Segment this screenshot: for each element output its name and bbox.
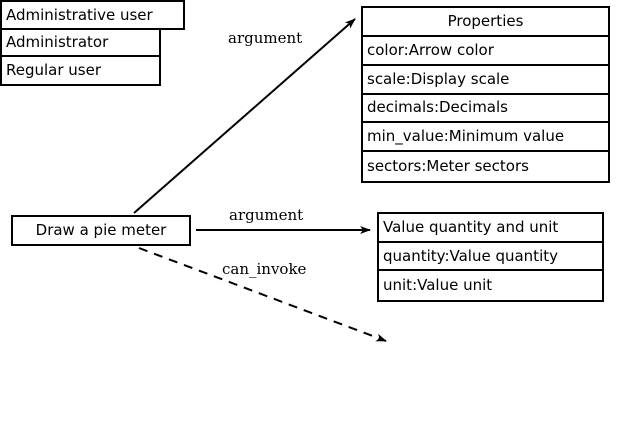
node-administrative-user-row-label: Administrator [6, 33, 109, 51]
node-properties-row: decimals:Decimals [363, 94, 608, 124]
node-properties-row-label: scale:Display scale [367, 69, 510, 88]
node-properties-row-label: color:Arrow color [367, 40, 494, 59]
node-administrative-user-row: Administrator [2, 30, 159, 57]
node-administrative-user-header-label: Administrative user [6, 5, 153, 24]
node-properties-row-label: decimals:Decimals [367, 98, 508, 117]
node-properties-row: color:Arrow color [363, 36, 608, 66]
node-value-quantity-row: quantity:Value quantity [379, 242, 602, 272]
node-properties-row: min_value:Minimum value [363, 123, 608, 153]
node-properties-row-label: sectors:Meter sectors [367, 157, 529, 176]
node-administrative-user-body: Administrator Regular user [0, 28, 161, 86]
node-draw-a-pie-meter[interactable]: Draw a pie meter [11, 215, 191, 246]
node-value-quantity-row-label: quantity:Value quantity [383, 246, 558, 265]
edge-label-argument-properties: argument [228, 29, 303, 47]
node-value-quantity-header-label: Value quantity and unit [383, 217, 559, 236]
node-properties-row-label: min_value:Minimum value [367, 127, 565, 146]
node-value-quantity-row-label: unit:Value unit [383, 276, 493, 295]
edge-label-can-invoke: can_invoke [222, 260, 307, 278]
edge-label-argument-value: argument [229, 206, 304, 224]
node-administrative-user-row-label: Regular user [6, 61, 102, 79]
node-administrative-user[interactable]: Administrative user Administrator Regula… [0, 0, 185, 86]
node-administrative-user-header: Administrative user [0, 0, 185, 30]
node-properties[interactable]: Properties color:Arrow color scale:Displ… [361, 6, 610, 183]
node-draw-a-pie-meter-label: Draw a pie meter [35, 221, 167, 239]
node-value-quantity-row: unit:Value unit [379, 271, 602, 301]
node-properties-header-label: Properties [447, 11, 524, 30]
node-properties-header: Properties [363, 8, 608, 37]
node-value-quantity-header: Value quantity and unit [379, 214, 602, 243]
node-properties-row: sectors:Meter sectors [363, 152, 608, 182]
node-administrative-user-row: Regular user [2, 57, 159, 84]
node-value-quantity-and-unit[interactable]: Value quantity and unit quantity:Value q… [377, 212, 604, 302]
node-properties-row: scale:Display scale [363, 65, 608, 95]
